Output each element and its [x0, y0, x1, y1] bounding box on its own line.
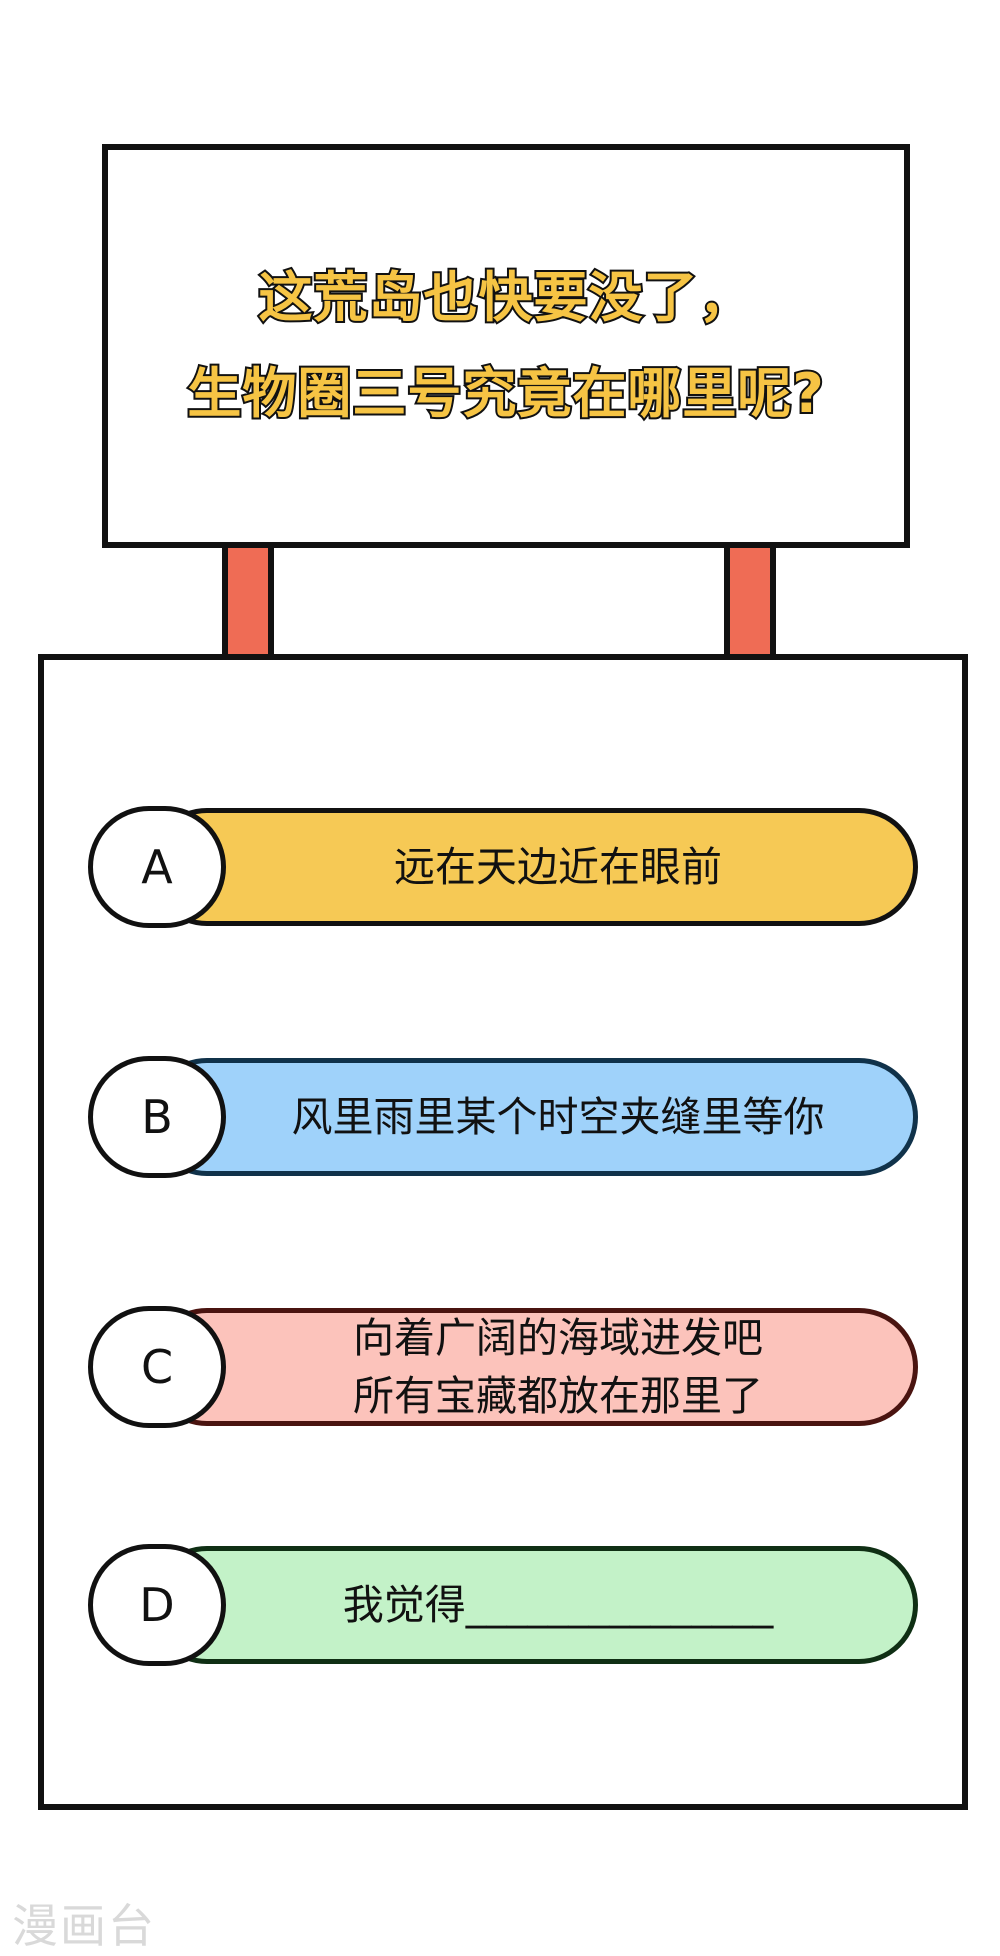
- option-b[interactable]: 风里雨里某个时空夹缝里等你 B: [88, 1056, 920, 1178]
- option-d[interactable]: 我觉得_______________ D: [88, 1544, 920, 1666]
- option-d-text: 我觉得_______________: [342, 1581, 774, 1629]
- option-c[interactable]: 向着广阔的海域进发吧 所有宝藏都放在那里了 C: [88, 1306, 920, 1428]
- option-d-pill[interactable]: 我觉得_______________: [148, 1546, 918, 1664]
- option-c-pill[interactable]: 向着广阔的海域进发吧 所有宝藏都放在那里了: [148, 1308, 918, 1426]
- option-b-letter: B: [88, 1056, 226, 1178]
- option-a-text: 远在天边近在眼前: [394, 843, 722, 891]
- option-a-pill[interactable]: 远在天边近在眼前: [148, 808, 918, 926]
- question-line-2: 生物圈三号究竟在哪里呢?: [185, 360, 825, 427]
- option-b-pill[interactable]: 风里雨里某个时空夹缝里等你: [148, 1058, 918, 1176]
- question-line-1: 这荒岛也快要没了，: [257, 264, 755, 331]
- option-b-text: 风里雨里某个时空夹缝里等你: [291, 1093, 825, 1141]
- option-d-letter: D: [88, 1544, 226, 1666]
- option-c-letter: C: [88, 1306, 226, 1428]
- option-a[interactable]: 远在天边近在眼前 A: [88, 806, 920, 928]
- option-a-letter: A: [88, 806, 226, 928]
- watermark-logo: 漫画台: [12, 1899, 156, 1953]
- question-sign: 这荒岛也快要没了， 生物圈三号究竟在哪里呢?: [102, 144, 910, 548]
- sign-post-left: [222, 548, 274, 658]
- option-c-text: 向着广阔的海域进发吧 所有宝藏都放在那里了: [353, 1314, 763, 1420]
- sign-post-right: [724, 548, 776, 658]
